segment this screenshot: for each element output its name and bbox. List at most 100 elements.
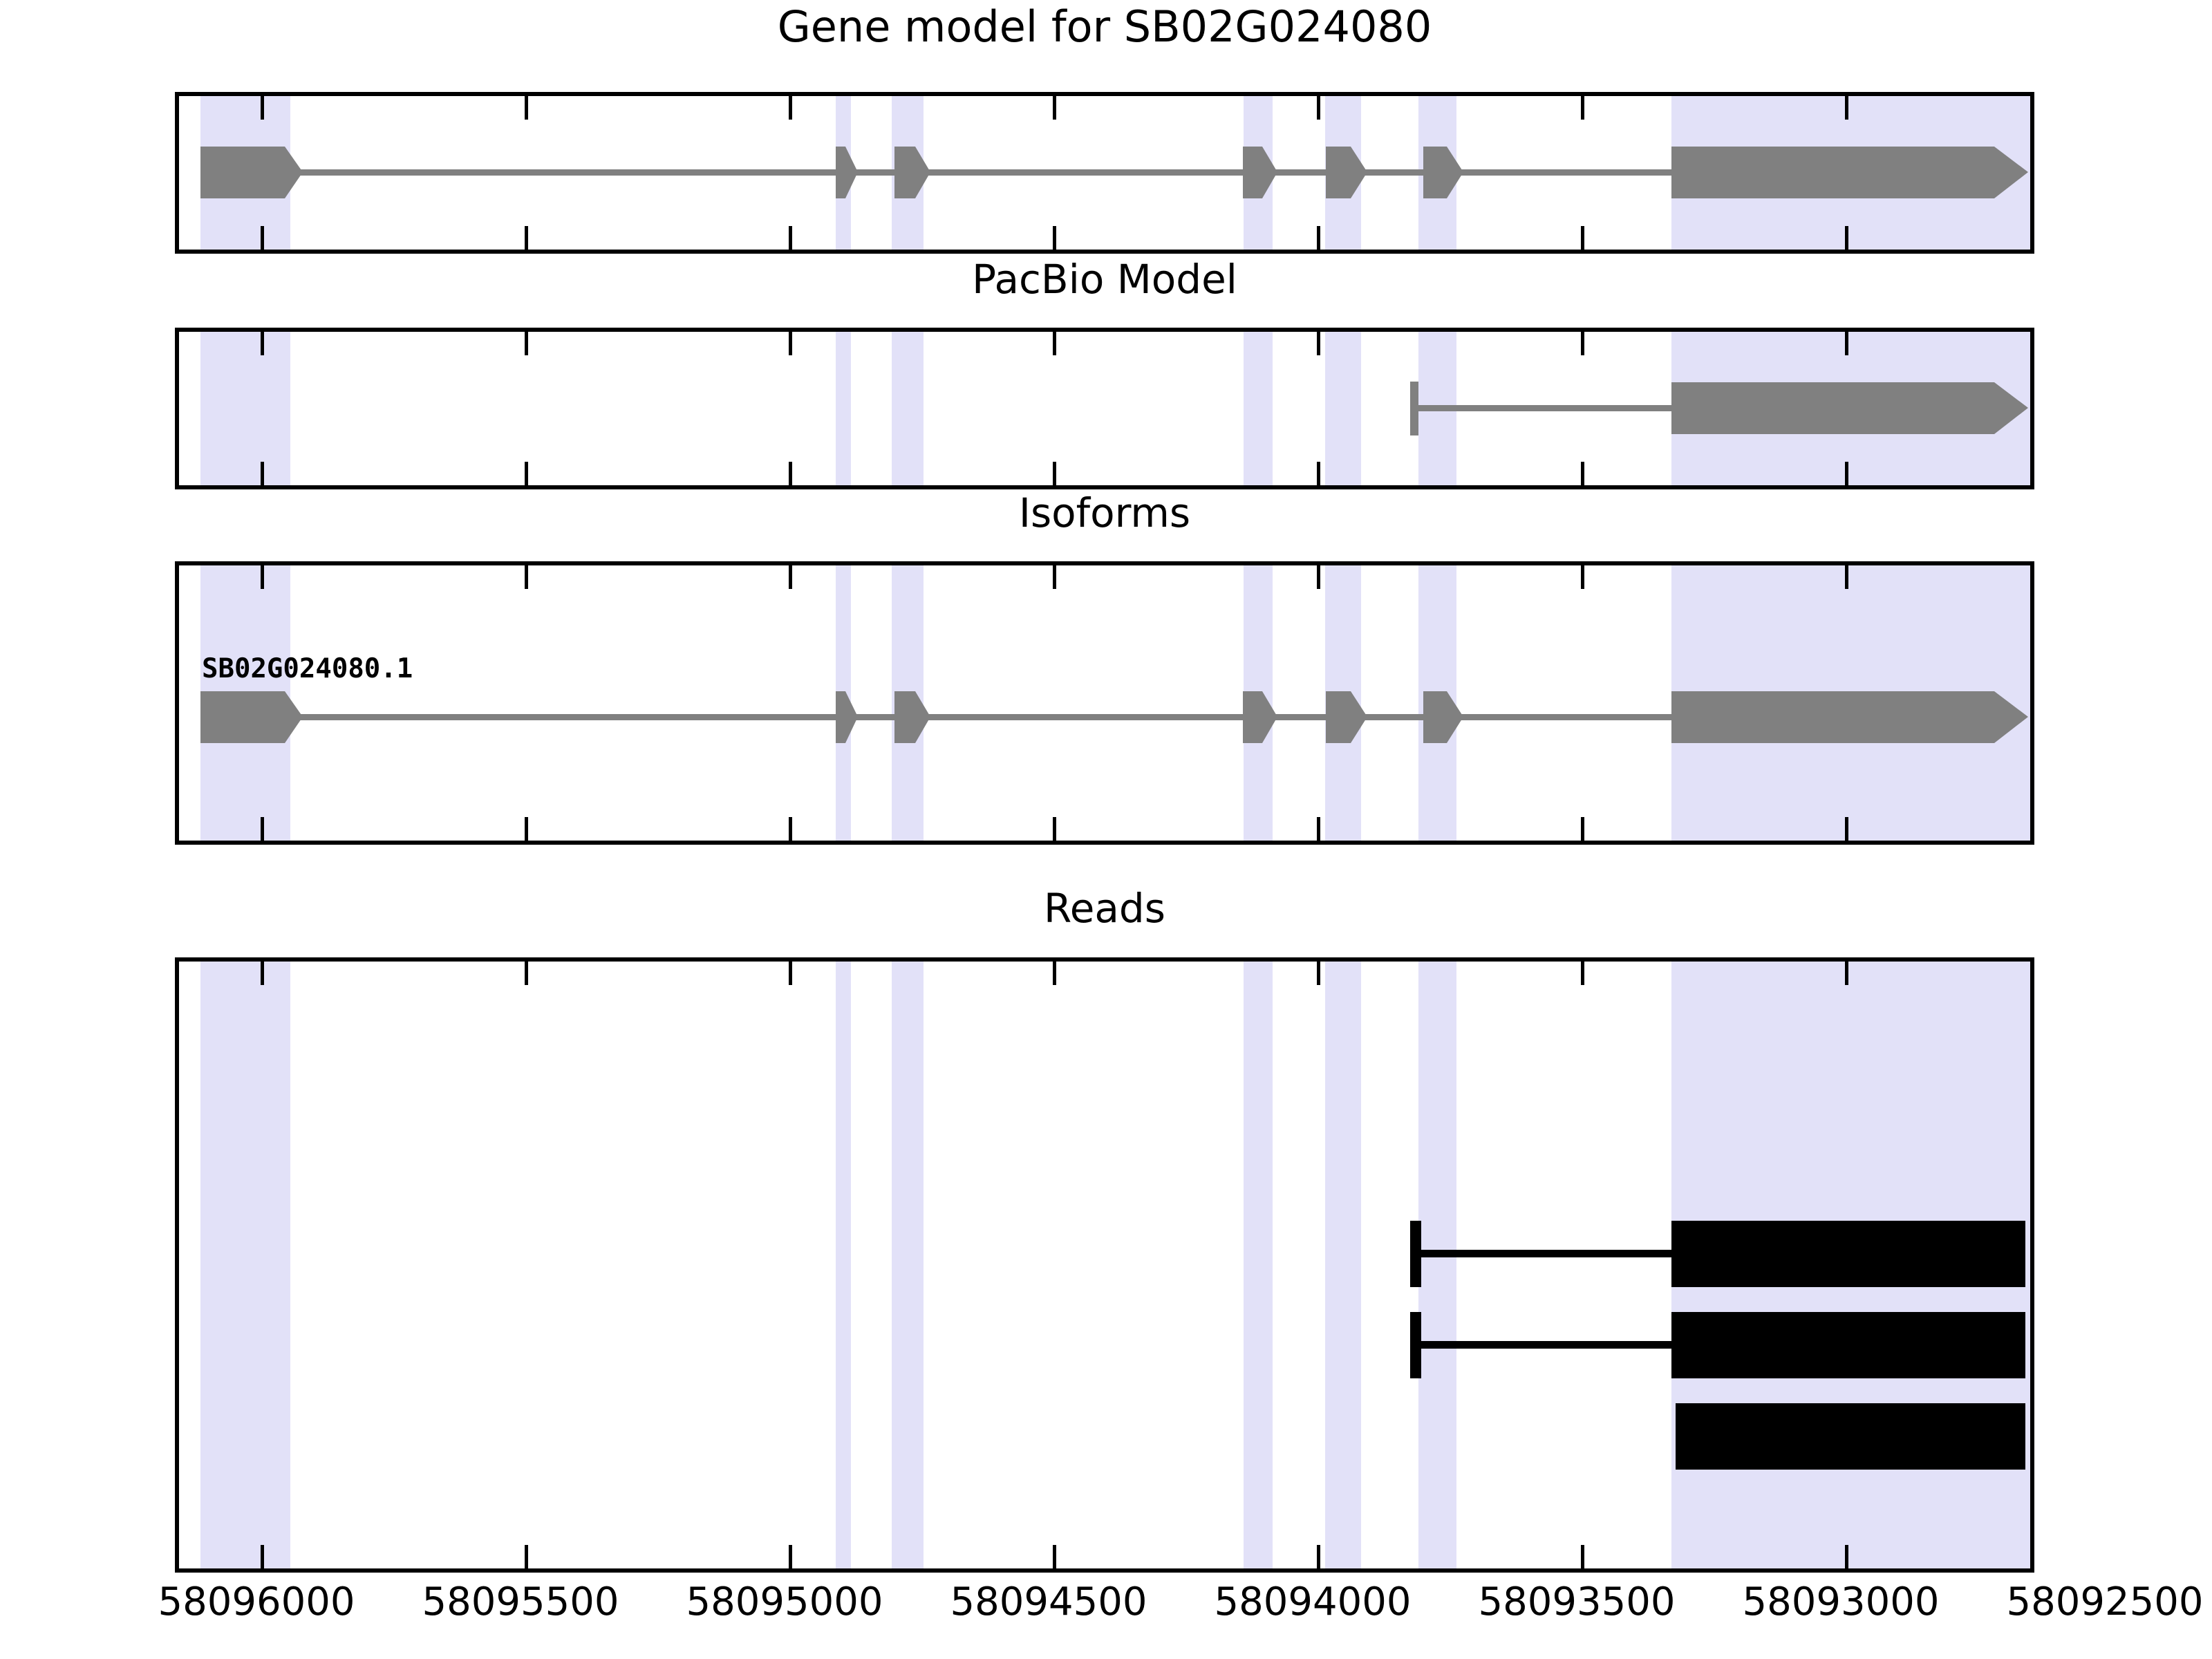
exon-block xyxy=(1423,147,1447,198)
exon-arrow-tip xyxy=(915,147,930,198)
highlight-band xyxy=(892,332,924,485)
axis-tick xyxy=(1053,462,1056,485)
axis-tick xyxy=(1053,226,1056,250)
axis-tick xyxy=(1845,332,1848,355)
axis-tick xyxy=(789,817,792,841)
x-tick-label: 58094000 xyxy=(1214,1580,1412,1624)
axis-tick xyxy=(1317,817,1320,841)
axis-tick xyxy=(261,462,264,485)
exon-block xyxy=(1326,147,1351,198)
axis-tick xyxy=(1581,462,1584,485)
x-tick-label: 58094500 xyxy=(950,1580,1147,1624)
exon-block xyxy=(200,147,285,198)
axis-tick xyxy=(525,962,528,985)
axis-tick xyxy=(525,565,528,589)
axis-tick xyxy=(789,226,792,250)
exon-arrow-tip xyxy=(285,147,303,198)
highlight-band xyxy=(1418,962,1456,1568)
axis-tick xyxy=(789,1545,792,1568)
exon-block xyxy=(836,147,845,198)
gene-model-panel xyxy=(175,92,2034,254)
read-block xyxy=(1671,1221,2025,1287)
highlight-band xyxy=(200,332,290,485)
axis-tick xyxy=(1581,962,1584,985)
axis-tick xyxy=(1845,962,1848,985)
highlight-band xyxy=(1325,332,1361,485)
reads-panel-title: Reads xyxy=(1044,885,1165,932)
exon-block xyxy=(1243,147,1262,198)
exon-arrow-tip xyxy=(1994,147,2028,198)
highlight-band xyxy=(836,332,851,485)
exon-block xyxy=(1671,691,1994,743)
gene-model-plot-area xyxy=(179,96,2030,250)
isoform-label: SB02G024080.1 xyxy=(202,653,413,684)
axis-tick xyxy=(1317,962,1320,985)
axis-tick xyxy=(1845,565,1848,589)
axis-tick xyxy=(1317,462,1320,485)
x-tick-label: 58095500 xyxy=(422,1580,619,1624)
axis-tick xyxy=(525,462,528,485)
exon-block xyxy=(1423,691,1447,743)
axis-tick xyxy=(525,332,528,355)
axis-tick xyxy=(1845,96,1848,120)
read-block xyxy=(1671,1312,2025,1378)
axis-tick xyxy=(1581,226,1584,250)
axis-tick xyxy=(1053,1545,1056,1568)
axis-tick xyxy=(1581,565,1584,589)
axis-tick xyxy=(1053,332,1056,355)
axis-tick xyxy=(1317,96,1320,120)
x-tick-label: 58093500 xyxy=(1478,1580,1676,1624)
highlight-band xyxy=(1325,962,1361,1568)
exon-arrow-tip xyxy=(915,691,930,743)
exon-block xyxy=(894,147,915,198)
x-tick-label: 58093000 xyxy=(1742,1580,1940,1624)
reads-plot-area xyxy=(179,962,2030,1568)
exon-arrow-tip xyxy=(1351,147,1367,198)
exon-arrow-tip xyxy=(1262,147,1277,198)
x-tick-label: 58095000 xyxy=(686,1580,883,1624)
page-title: Gene model for SB02G024080 xyxy=(777,1,1432,52)
isoforms-panel: SB02G024080.1 xyxy=(175,561,2034,845)
axis-tick xyxy=(1581,1545,1584,1568)
exon-block xyxy=(836,691,845,743)
highlight-band xyxy=(836,962,851,1568)
axis-tick xyxy=(1581,817,1584,841)
highlight-band xyxy=(1244,962,1273,1568)
axis-tick xyxy=(261,817,264,841)
exon-block xyxy=(1326,691,1351,743)
axis-tick xyxy=(525,96,528,120)
exon-arrow-tip xyxy=(1994,691,2028,743)
axis-tick xyxy=(1581,332,1584,355)
pacbio-panel-title: PacBio Model xyxy=(972,256,1237,303)
exon-arrow-tip xyxy=(1262,691,1277,743)
axis-tick xyxy=(1053,817,1056,841)
intron-line xyxy=(283,714,1679,720)
exon-block xyxy=(200,691,285,743)
axis-tick xyxy=(1053,565,1056,589)
axis-tick xyxy=(525,1545,528,1568)
axis-tick xyxy=(525,226,528,250)
axis-tick xyxy=(1581,96,1584,120)
exon-block xyxy=(1671,147,1994,198)
axis-tick xyxy=(1317,1545,1320,1568)
axis-tick xyxy=(525,817,528,841)
exon-arrow-tip xyxy=(845,691,858,743)
exon-arrow-tip xyxy=(1351,691,1367,743)
axis-tick xyxy=(1317,332,1320,355)
axis-tick xyxy=(1317,226,1320,250)
read-intron-line xyxy=(1416,1250,1680,1257)
exon-block xyxy=(1671,382,1994,434)
axis-tick xyxy=(261,332,264,355)
pacbio-model-panel xyxy=(175,328,2034,489)
highlight-band xyxy=(200,962,290,1568)
read-block xyxy=(1676,1403,2025,1470)
axis-tick xyxy=(1053,962,1056,985)
exon-arrow-tip xyxy=(1447,147,1463,198)
intron-line xyxy=(1414,405,1677,411)
axis-tick xyxy=(261,565,264,589)
exon-arrow-tip xyxy=(1994,382,2028,434)
axis-tick xyxy=(789,962,792,985)
axis-tick xyxy=(261,226,264,250)
axis-tick xyxy=(1845,226,1848,250)
